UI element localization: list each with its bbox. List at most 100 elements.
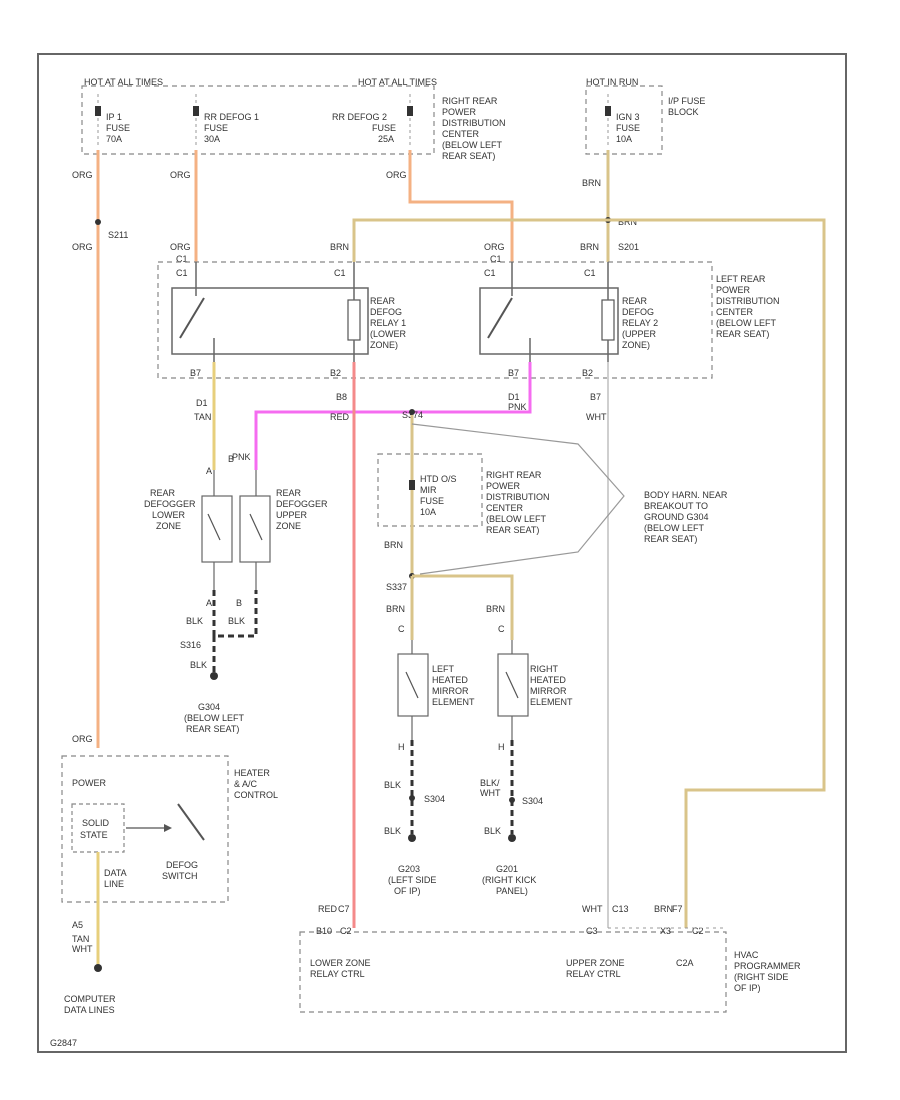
labels-def_upper-1-text: DEFOGGER — [276, 499, 328, 509]
body-harness-label: BODY HARN. NEAR BREAKOUT TO GROUND G304 … — [644, 490, 728, 544]
pins-b2c-text: B — [236, 598, 242, 608]
relay2-label: REAR DEFOG RELAY 2 (UPPER ZONE) — [622, 296, 658, 350]
labels-mirror_left-1-text: HEATED — [432, 675, 468, 685]
pins-c1e-text: C1 — [484, 268, 496, 278]
pins-b2b-text: B2 — [582, 368, 593, 378]
fuses-rrdefog2-1-text: FUSE — [372, 123, 396, 133]
path-mark — [505, 671, 519, 699]
fuse-htd-mir: HTD O/S MIR FUSE 10A — [420, 474, 457, 517]
path-mark — [405, 671, 419, 699]
pins-c3-text: C3 — [586, 926, 598, 936]
labels-data_line-1-text: LINE — [104, 879, 124, 889]
g203-label: G203 (LEFT SIDE OF IP) — [388, 864, 436, 896]
labels-def_lower-3-text: ZONE — [156, 521, 181, 531]
circle-mark — [210, 672, 218, 680]
wire-blk-defoggers — [212, 590, 258, 638]
labels-hvac_control-0-text: HEATER — [234, 768, 270, 778]
labels-lr_pdc-1-text: POWER — [716, 285, 751, 295]
fuses-ip1-0-text: IP 1 — [106, 112, 122, 122]
circle-mark — [95, 219, 101, 225]
labels-relay2-3-text: (UPPER — [622, 329, 657, 339]
fuses-ign3-0-text: IGN 3 — [616, 112, 640, 122]
rect-mark — [397, 653, 429, 717]
wires-brn_hvac-text: BRN — [654, 904, 673, 914]
diagram-frame — [37, 53, 847, 1053]
labels-rr_pdc-4-text: (BELOW LEFT — [442, 140, 503, 150]
labels-body_harness-2-text: GROUND G304 — [644, 512, 709, 522]
def-upper-label: REAR DEFOGGER UPPER ZONE — [276, 488, 328, 531]
fuses-ign3-2-text: 10A — [616, 134, 632, 144]
wire-pnk — [254, 362, 532, 470]
right-mirror-label: RIGHT HEATED MIRROR ELEMENT — [530, 664, 573, 707]
wires-org6-text: ORG — [386, 170, 407, 180]
header-hot-all: HOT AT ALL TIMES — [84, 77, 163, 87]
def-lower-label: REAR DEFOGGER LOWER ZONE — [144, 488, 196, 531]
text-mark: S316 — [180, 640, 201, 650]
labels-relay1-3-text: (LOWER — [370, 329, 407, 339]
fuse-ign3: IGN 3 FUSE 10A — [605, 94, 640, 148]
rect-mark — [409, 480, 415, 490]
pins-c1d-text: C1 — [334, 268, 346, 278]
labels-g304-1-text: (BELOW LEFT — [184, 713, 245, 723]
lr-pdc-box — [157, 261, 713, 379]
labels-rr_pdc2-2-text: DISTRIBUTION — [486, 492, 550, 502]
splices-s211-text: S211 — [108, 230, 128, 240]
labels-rr_pdc-2-text: DISTRIBUTION — [442, 118, 506, 128]
labels-rr_pdc-3-text: CENTER — [442, 129, 480, 139]
labels-defog_switch-1-text: SWITCH — [162, 871, 198, 881]
wires-blk6-text: BLK — [190, 660, 207, 670]
rear-defogger-lower — [201, 470, 233, 590]
fuse-ip1: IP 1 FUSE 70A — [95, 94, 130, 148]
wires-blk4-text: BLK — [186, 616, 203, 626]
pins-x3-text: X3 — [660, 926, 671, 936]
wires-blkwht-0-text: BLK/ — [480, 778, 500, 788]
pins-h2-text: H — [498, 742, 505, 752]
labels-mirror_right-2-text: MIRROR — [530, 686, 567, 696]
wires-pnk2-text: PNK — [232, 452, 251, 462]
pins-c13-text: C13 — [612, 904, 629, 914]
wires-org1-text: ORG — [72, 170, 93, 180]
pins-c1f-text: C1 — [584, 268, 596, 278]
wires-blk1-text: BLK — [384, 780, 401, 790]
wire-org-defog2 — [408, 150, 514, 262]
labels-def_upper-3-text: ZONE — [276, 521, 301, 531]
labels-body_harness-0-text: BODY HARN. NEAR — [644, 490, 728, 500]
text-mark: BRN — [486, 604, 505, 614]
labels-relay1-4-text: ZONE) — [370, 340, 398, 350]
rect-mark — [479, 287, 619, 355]
relay1-label: REAR DEFOG RELAY 1 (LOWER ZONE) — [370, 296, 407, 350]
wires-tan1-text: TAN — [194, 412, 211, 422]
ip-fuse-block-label: I/P FUSE BLOCK — [668, 96, 705, 117]
pins-b2-text: B2 — [330, 368, 341, 378]
labels-data_line-0-text: DATA — [104, 868, 127, 878]
pins-c2b-text: C2 — [692, 926, 704, 936]
labels-defog_switch-0-text: DEFOG — [166, 860, 198, 870]
labels-g201-2-text: PANEL) — [496, 886, 528, 896]
labels-ip_fuse_block-1-text: BLOCK — [668, 107, 699, 117]
labels-solid_state-0-text: SOLID — [82, 818, 110, 828]
rect-mark — [497, 653, 529, 717]
fuses-ip1-1-text: FUSE — [106, 123, 130, 133]
labels-body_harness-1-text: BREAKOUT TO — [644, 501, 708, 511]
wires-wht_hvac-text: WHT — [582, 904, 603, 914]
rect-mark — [157, 261, 713, 379]
wires-org5-text: ORG — [170, 242, 191, 252]
fuses-ip1-2-text: 70A — [106, 134, 122, 144]
labels-relay1-2-text: RELAY 1 — [370, 318, 406, 328]
wires-pnk1-text: PNK — [508, 402, 527, 412]
pins-c1-text: C1 — [176, 254, 188, 264]
labels-hvac_prog-1-text: PROGRAMMER — [734, 961, 801, 971]
pins-h-text: H — [398, 742, 405, 752]
pins-c2c-text: C — [498, 624, 505, 634]
labels-upper_zone-0-text: UPPER ZONE — [566, 958, 625, 968]
g304-label: G304 (BELOW LEFT REAR SEAT) — [184, 702, 245, 734]
labels-rr_pdc-1-text: POWER — [442, 107, 477, 117]
labels-hvac_prog-2-text: (RIGHT SIDE — [734, 972, 788, 982]
wires-blkwht-1-text: WHT — [480, 788, 501, 798]
labels-rr_pdc-5-text: REAR SEAT) — [442, 151, 495, 161]
path-mark — [249, 513, 263, 541]
labels-lr_pdc-3-text: CENTER — [716, 307, 754, 317]
computer-data-lines-label: COMPUTER DATA LINES — [64, 994, 116, 1015]
labels-hvac_control-2-text: CONTROL — [234, 790, 278, 800]
labels-rr_pdc2-5-text: REAR SEAT) — [486, 525, 539, 535]
